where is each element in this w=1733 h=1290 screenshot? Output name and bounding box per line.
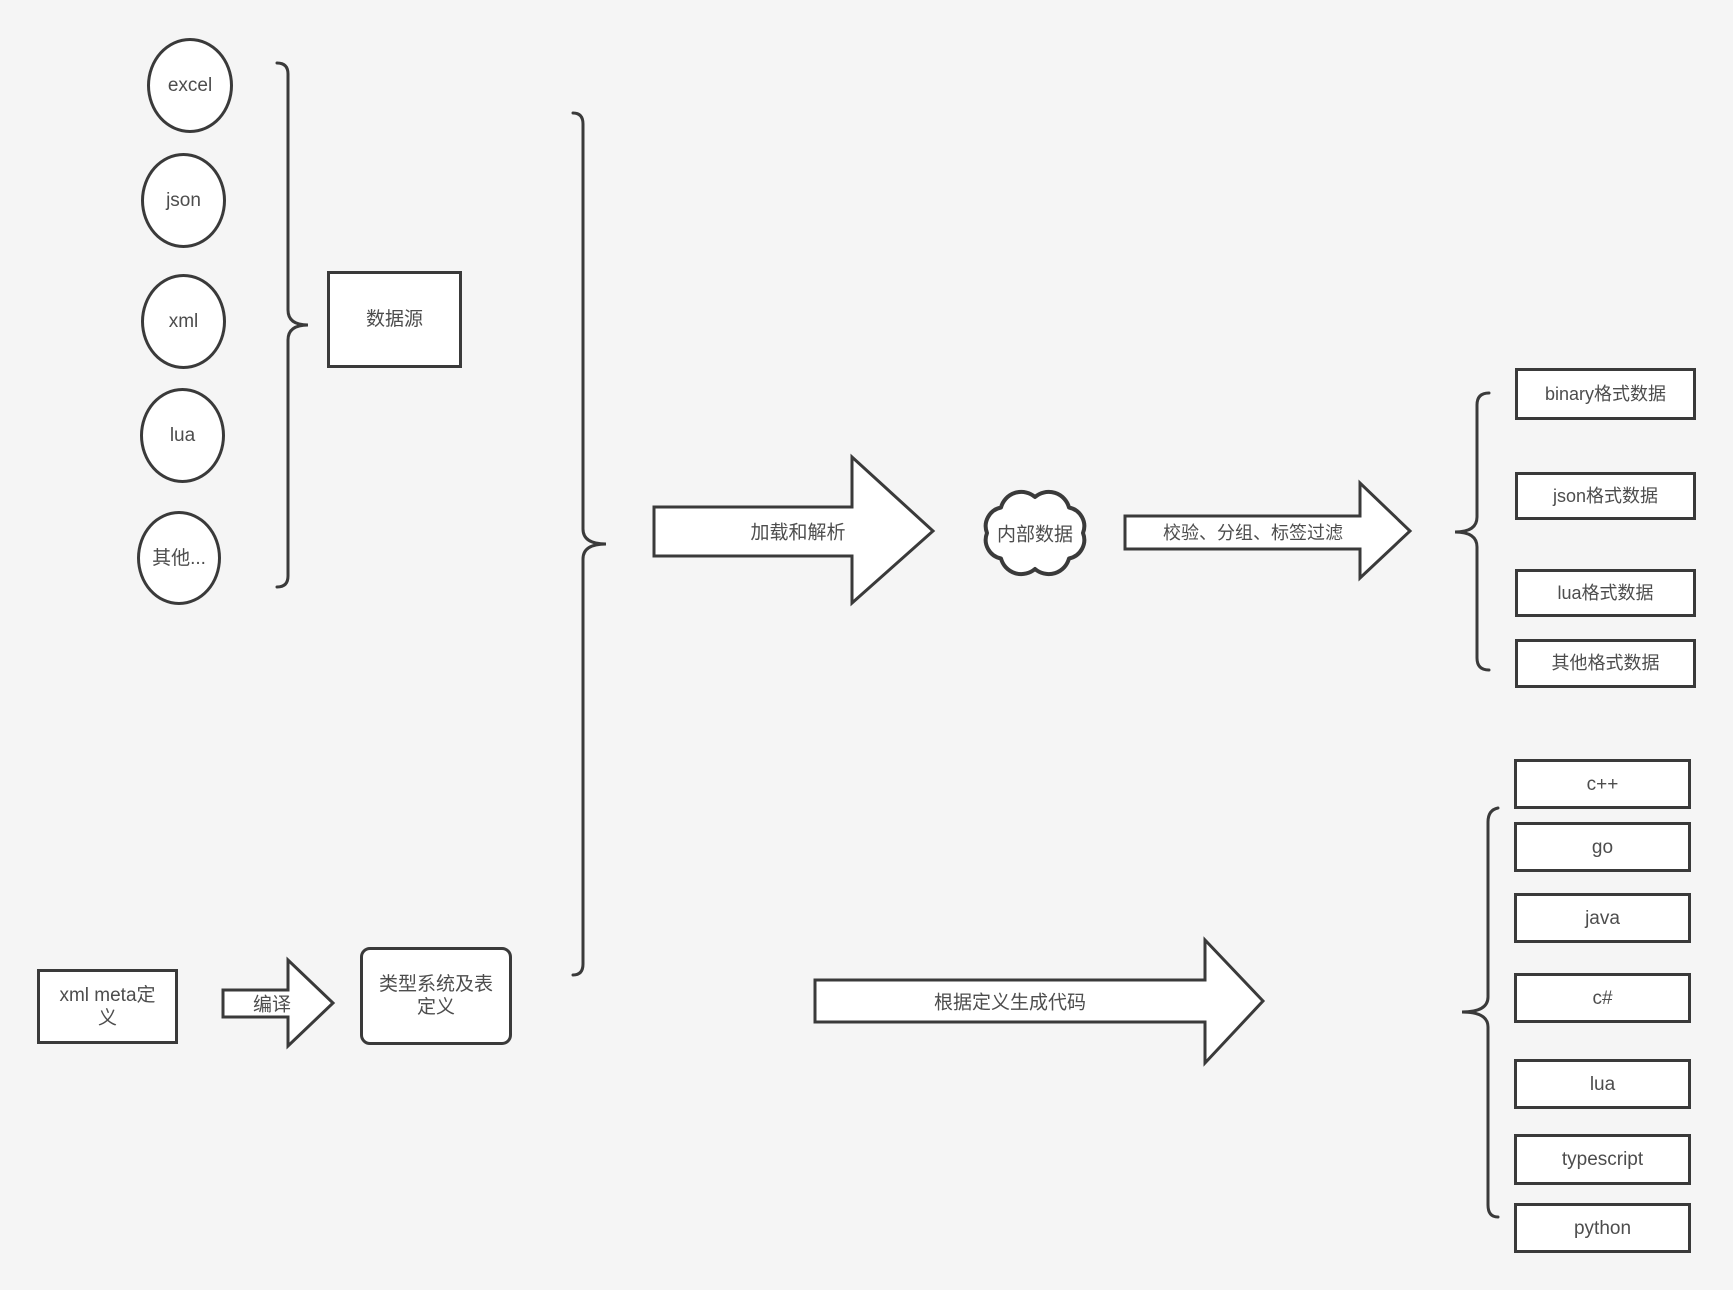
internal-data-cloud-label: 内部数据	[996, 524, 1074, 546]
formats-brace	[1454, 391, 1491, 672]
type-system-box[interactable]: 类型系统及表 定义	[360, 947, 512, 1045]
compile-arrow-label: 编译	[252, 994, 292, 1016]
sources-brace	[275, 61, 309, 589]
lang-box-csharp-label: c#	[1592, 987, 1613, 1009]
data-source-box[interactable]: 数据源	[327, 271, 462, 368]
lang-box-lua-label: lua	[1589, 1073, 1616, 1095]
compile-arrow[interactable]	[221, 956, 336, 1050]
format-box-binary-label: binary格式数据	[1544, 383, 1667, 404]
lang-box-cpp-label: c++	[1586, 773, 1619, 795]
lang-box-lua[interactable]: lua	[1514, 1059, 1691, 1109]
codegen-arrow[interactable]	[813, 936, 1266, 1067]
source-node-lua-label: lua	[169, 425, 196, 446]
lang-box-java-label: java	[1585, 907, 1620, 929]
codegen-arrow-label: 根据定义生成代码	[933, 992, 1087, 1014]
lang-box-csharp[interactable]: c#	[1514, 973, 1691, 1023]
load-parse-arrow[interactable]	[652, 453, 936, 607]
type-system-box-label: 类型系统及表 定义	[378, 974, 493, 1018]
lang-box-typescript-label: typescript	[1561, 1149, 1644, 1170]
xml-meta-box[interactable]: xml meta定 义	[37, 969, 178, 1044]
data-source-box-label: 数据源	[365, 309, 423, 330]
inputs-brace	[571, 111, 607, 977]
internal-data-cloud[interactable]	[983, 489, 1087, 577]
format-box-json[interactable]: json格式数据	[1515, 472, 1696, 520]
lang-box-go-label: go	[1591, 836, 1614, 858]
filter-arrow[interactable]	[1123, 479, 1413, 582]
format-box-lua[interactable]: lua格式数据	[1515, 569, 1696, 617]
languages-brace	[1461, 806, 1500, 1219]
format-box-other[interactable]: 其他格式数据	[1515, 639, 1696, 688]
lang-box-cpp[interactable]: c++	[1514, 759, 1691, 809]
source-node-other-label: 其他...	[152, 547, 206, 569]
source-node-xml-label: xml	[168, 311, 199, 332]
source-node-json-label: json	[166, 190, 201, 211]
source-node-json[interactable]: json	[141, 153, 226, 248]
source-node-lua[interactable]: lua	[140, 388, 225, 483]
lang-box-go[interactable]: go	[1514, 822, 1691, 872]
xml-meta-box-label: xml meta定 义	[59, 984, 156, 1029]
source-node-excel-label: excel	[167, 75, 213, 96]
format-box-other-label: 其他格式数据	[1551, 653, 1660, 673]
source-node-excel[interactable]: excel	[147, 38, 233, 133]
filter-arrow-label: 校验、分组、标签过滤	[1163, 523, 1343, 543]
lang-box-python-label: python	[1573, 1217, 1632, 1239]
load-parse-arrow-label: 加载和解析	[750, 522, 846, 544]
format-box-lua-label: lua格式数据	[1557, 582, 1654, 603]
source-node-xml[interactable]: xml	[141, 274, 226, 369]
format-box-binary[interactable]: binary格式数据	[1515, 368, 1696, 420]
source-node-other[interactable]: 其他...	[137, 511, 221, 605]
lang-box-python[interactable]: python	[1514, 1203, 1691, 1253]
lang-box-java[interactable]: java	[1514, 893, 1691, 943]
format-box-json-label: json格式数据	[1552, 485, 1659, 506]
lang-box-typescript[interactable]: typescript	[1514, 1134, 1691, 1185]
